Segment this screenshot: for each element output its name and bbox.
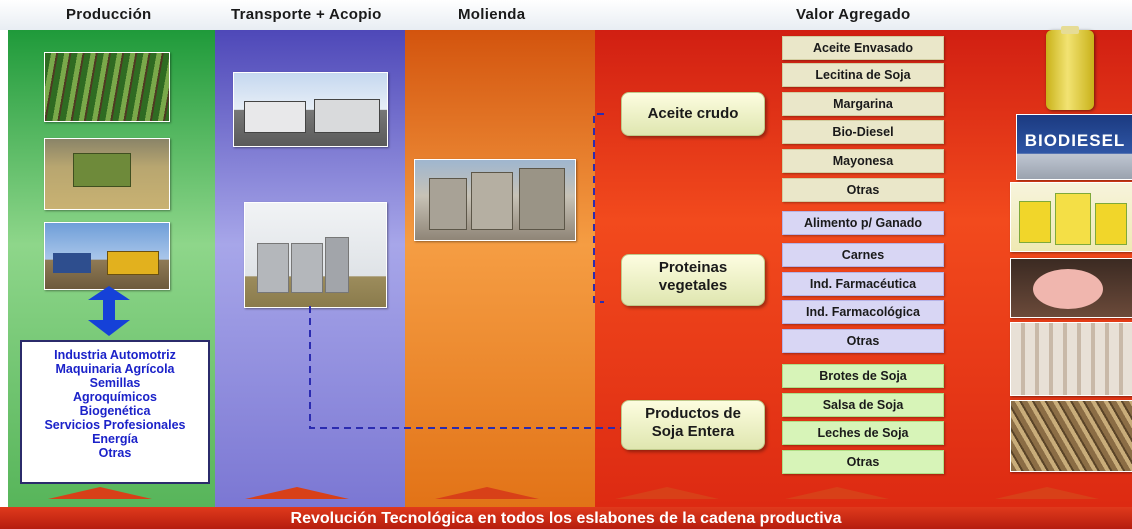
bottle-cap-icon bbox=[1061, 26, 1079, 34]
soja-product-item: Salsa de Soja bbox=[782, 393, 944, 417]
aceite-product-item: Margarina bbox=[782, 92, 944, 116]
category-soja-entera: Productos de Soja Entera bbox=[621, 400, 765, 450]
aceite-product-item: Mayonesa bbox=[782, 149, 944, 173]
silo-icon bbox=[257, 243, 289, 293]
category-aceite-label: Aceite crudo bbox=[647, 105, 739, 122]
industry-item: Energía bbox=[92, 432, 138, 446]
category-soja-label-1: Productos de bbox=[645, 405, 741, 422]
margarine-tubs-photo bbox=[1010, 182, 1132, 252]
soy-pods-photo bbox=[1010, 400, 1132, 472]
industry-item: Servicios Profesionales bbox=[44, 418, 186, 432]
tractor-icon bbox=[53, 253, 91, 273]
plant-silo-icon bbox=[429, 178, 467, 230]
truck-icon bbox=[314, 99, 380, 133]
grain-cart-icon bbox=[107, 251, 159, 275]
oil-bottle-photo bbox=[1046, 26, 1094, 110]
proteina-product-item: Otras bbox=[782, 329, 944, 353]
industry-item: Industria Automotriz bbox=[54, 348, 176, 362]
pig-photo bbox=[1010, 258, 1132, 318]
industry-item: Agroquímicos bbox=[72, 390, 158, 404]
silos-photo bbox=[244, 202, 387, 308]
soja-product-item: Brotes de Soja bbox=[782, 364, 944, 388]
category-proteinas-label-2: vegetales bbox=[658, 277, 728, 294]
aceite-product-item: Aceite Envasado bbox=[782, 36, 944, 60]
poultry-processing-photo bbox=[1010, 322, 1132, 396]
plant-silo-icon bbox=[471, 172, 513, 230]
category-aceite-crudo: Aceite crudo bbox=[621, 92, 765, 136]
aceite-product-item: Lecitina de Soja bbox=[782, 63, 944, 87]
harvester-icon bbox=[73, 153, 131, 187]
industry-item: Otras bbox=[98, 446, 132, 460]
double-arrow-up-icon bbox=[88, 286, 130, 300]
column-triangle bbox=[48, 487, 152, 499]
crushing-plant-photo bbox=[414, 159, 576, 241]
header-bar bbox=[0, 0, 1132, 30]
tub-icon bbox=[1019, 201, 1051, 243]
footer-bar bbox=[0, 507, 1132, 529]
header-produccion: Producción bbox=[66, 6, 152, 23]
biodiesel-pump-photo: BIODIESEL bbox=[1016, 114, 1132, 180]
column-triangle bbox=[245, 487, 349, 499]
tub-icon bbox=[1055, 193, 1091, 245]
grain-cart-photo bbox=[44, 222, 170, 290]
plant-tower-icon bbox=[519, 168, 565, 230]
silo-icon bbox=[325, 237, 349, 293]
trucks-photo bbox=[233, 72, 388, 147]
double-arrow-shaft bbox=[103, 296, 115, 320]
category-soja-label-2: Soja Entera bbox=[651, 423, 735, 440]
aceite-product-item: Bio-Diesel bbox=[782, 120, 944, 144]
soybean-field-photo bbox=[44, 52, 170, 122]
header-molienda: Molienda bbox=[458, 6, 526, 23]
column-triangle bbox=[435, 487, 539, 499]
aceite-product-item: Otras bbox=[782, 178, 944, 202]
combine-harvester-photo bbox=[44, 138, 170, 210]
industry-item: Semillas bbox=[89, 376, 141, 390]
pig-icon bbox=[1033, 269, 1103, 309]
transport-to-soja-line bbox=[309, 306, 621, 429]
column-triangle bbox=[615, 487, 719, 499]
proteina-product-item: Carnes bbox=[782, 243, 944, 267]
silo-icon bbox=[291, 243, 323, 293]
double-arrow-down-icon bbox=[88, 320, 130, 336]
industry-item: Maquinaria Agrícola bbox=[55, 362, 175, 376]
column-triangle bbox=[785, 487, 889, 499]
tub-icon bbox=[1095, 203, 1127, 245]
proteina-product-item: Ind. Farmacológica bbox=[782, 300, 944, 324]
truck-icon bbox=[244, 101, 306, 133]
category-proteinas-label-1: Proteinas bbox=[658, 259, 728, 276]
industry-item: Biogenética bbox=[79, 404, 151, 418]
proteina-product-item: Ind. Farmacéutica bbox=[782, 272, 944, 296]
header-transporte: Transporte + Acopio bbox=[231, 6, 382, 23]
molienda-bracket-line bbox=[593, 113, 604, 303]
biodiesel-label: BIODIESEL bbox=[1024, 131, 1126, 150]
footer-text: Revolución Tecnológica en todos los esla… bbox=[290, 510, 842, 527]
category-proteinas-vegetales: Proteinas vegetales bbox=[621, 254, 765, 306]
column-triangle bbox=[995, 487, 1099, 499]
soja-product-item: Otras bbox=[782, 450, 944, 474]
header-valor-agregado: Valor Agregado bbox=[796, 6, 911, 23]
soja-product-item: Leches de Soja bbox=[782, 421, 944, 445]
proteina-product-item: Alimento p/ Ganado bbox=[782, 211, 944, 235]
